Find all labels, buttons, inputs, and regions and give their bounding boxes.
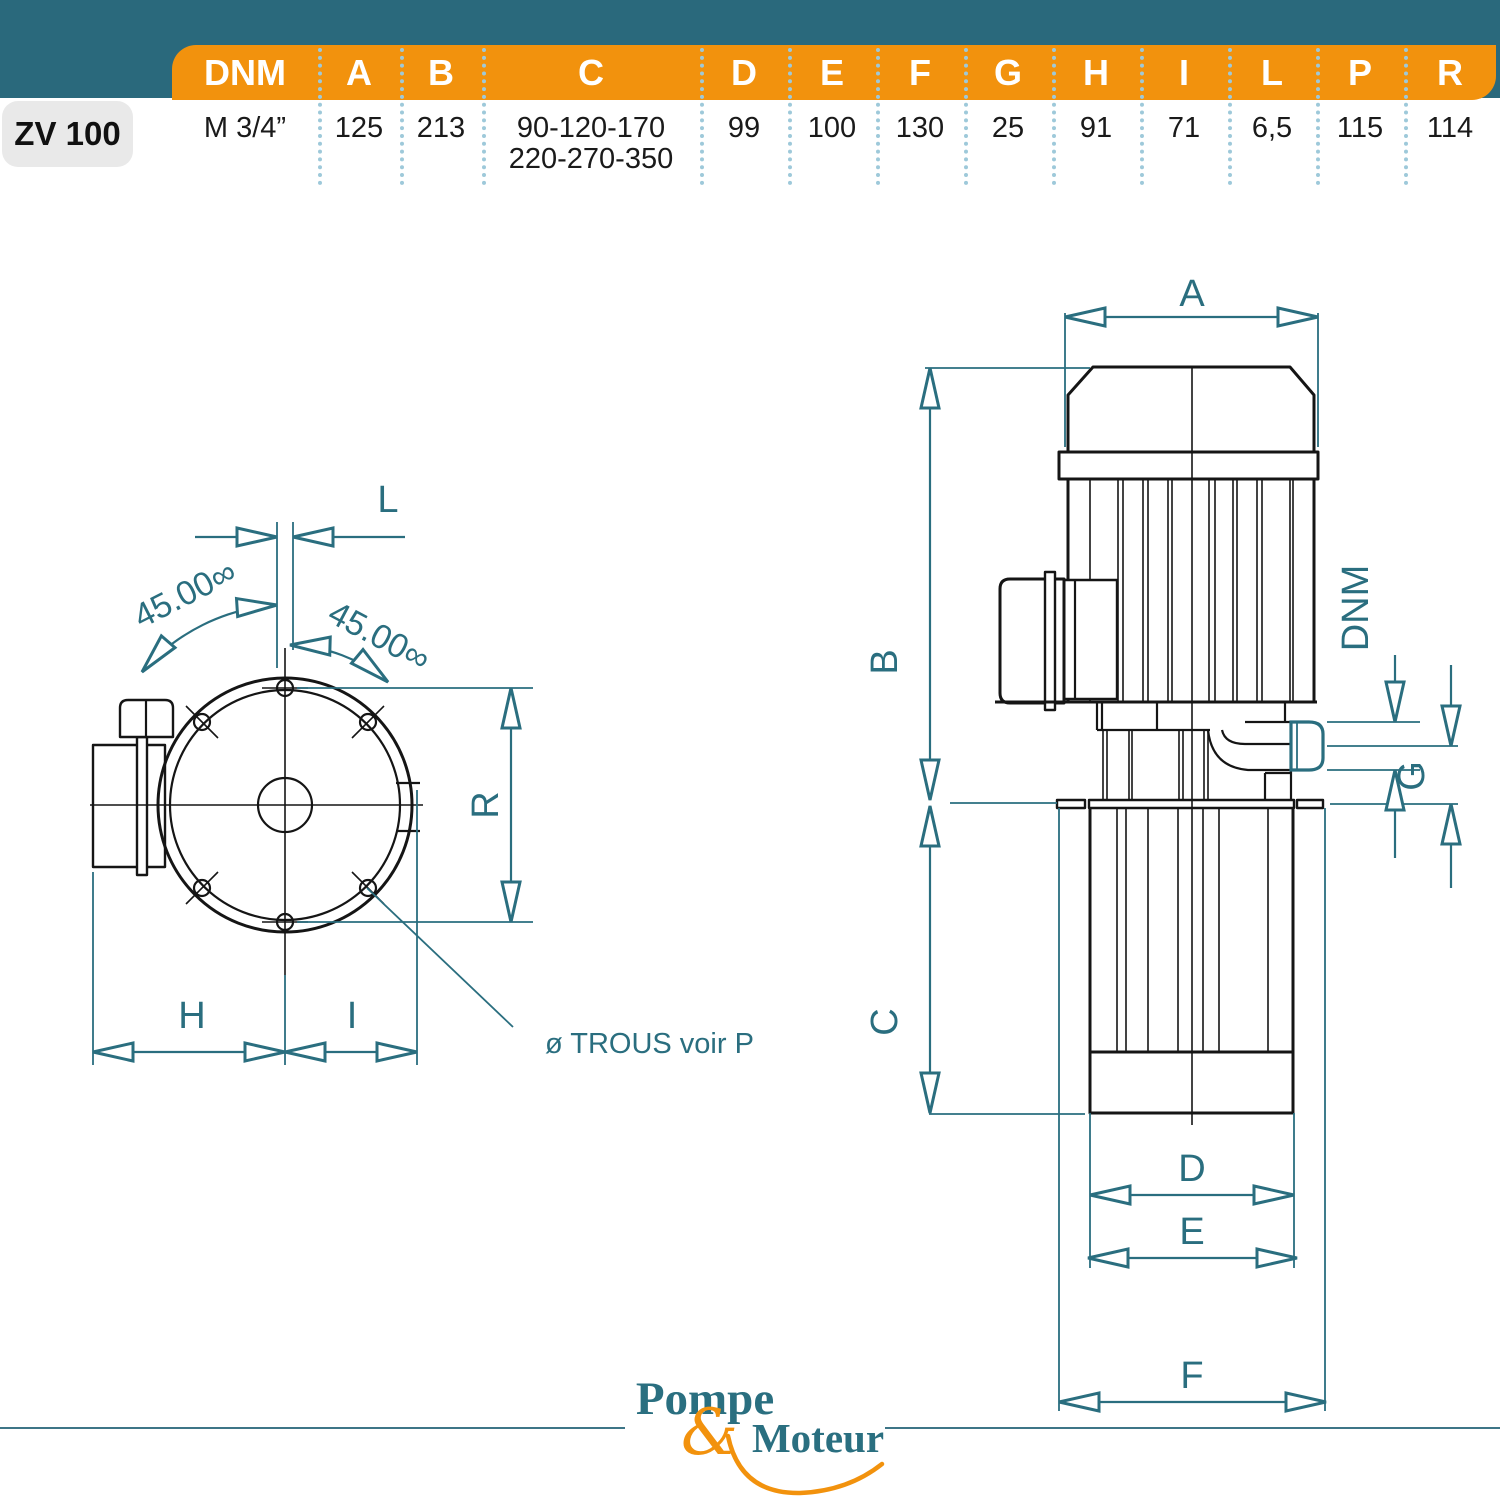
- col-header-h: H: [1083, 51, 1109, 93]
- logo-word-pompe: Pompe: [635, 1373, 775, 1425]
- logo-ampersand: &: [681, 1396, 738, 1470]
- value-h: 91: [1079, 112, 1113, 144]
- dim-label-i: I: [347, 995, 358, 1037]
- angle-label-left: 45.00∞: [128, 552, 243, 635]
- col-header-p: P: [1347, 51, 1372, 93]
- column-separator: [1052, 48, 1056, 185]
- col-header-d: D: [731, 51, 757, 93]
- column-separator: [1404, 48, 1408, 185]
- logo-word-moteur: Moteur: [751, 1415, 885, 1461]
- column-separator: [876, 48, 880, 185]
- side-view-drawing: A B C DNM G D E F: [864, 273, 1462, 1413]
- dim-label-d: D: [1178, 1148, 1205, 1190]
- col-header-g: G: [993, 51, 1022, 93]
- dim-label-a: A: [1179, 273, 1205, 315]
- support-column: [1102, 730, 1209, 800]
- col-header-dnm: DNM: [204, 51, 286, 93]
- column-separator: [1140, 48, 1144, 185]
- outlet-box: [91, 743, 167, 869]
- column-separator: [482, 48, 486, 185]
- value-l: 6,5: [1251, 112, 1293, 144]
- model-name: ZV 100: [2, 101, 133, 167]
- col-header-f: F: [909, 51, 931, 93]
- col-header-b: B: [428, 51, 454, 93]
- inner-pipes: [1116, 808, 1269, 1052]
- terminal-box-gasket: [1043, 570, 1057, 712]
- table-header-row: DNM A B C D E F G H I L P R: [172, 45, 1496, 100]
- angle-arc-right: [289, 635, 390, 684]
- dim-label-b: B: [864, 649, 906, 674]
- value-f: 130: [895, 112, 945, 144]
- bolt-hole: [192, 712, 212, 732]
- bolt-hole: [358, 712, 378, 732]
- bolt-hole: [358, 878, 378, 898]
- value-a: 125: [334, 112, 384, 144]
- col-header-a: A: [346, 51, 372, 93]
- discharge-port: [1289, 720, 1325, 772]
- col-header-e: E: [819, 51, 844, 93]
- leader-line: [366, 887, 514, 1028]
- motor-flange-band: [1057, 450, 1320, 481]
- casing-pipes: [1088, 808, 1295, 1052]
- column-separator: [400, 48, 404, 185]
- column-separator: [964, 48, 968, 185]
- dim-label-r: R: [465, 791, 507, 818]
- dim-label-dnm: DNM: [1335, 565, 1377, 652]
- angle-arc-left: [140, 596, 278, 674]
- logo-swoosh: [725, 1433, 885, 1496]
- value-dnm: M 3/4”: [203, 112, 287, 144]
- dim-label-e: E: [1179, 1211, 1204, 1253]
- column-separator: [318, 48, 322, 185]
- dim-label-l: L: [377, 479, 398, 521]
- terminal-box-inner: [1062, 578, 1119, 701]
- holes-note: ø TROUS voir P: [545, 1028, 754, 1060]
- col-header-l: L: [1261, 51, 1283, 93]
- column-separator: [1316, 48, 1320, 185]
- column-separator: [1228, 48, 1232, 185]
- dim-label-h: H: [178, 995, 205, 1037]
- dim-label-g: G: [1391, 761, 1433, 791]
- value-b: 213: [416, 112, 466, 144]
- col-header-i: I: [1178, 51, 1189, 93]
- value-g: 25: [991, 112, 1025, 144]
- angle-label-right: 45.00∞: [322, 594, 436, 679]
- value-d: 99: [727, 112, 761, 144]
- value-c-line1: 90-120-170: [516, 112, 666, 144]
- col-header-c: C: [578, 51, 604, 93]
- fan-cover: [1066, 365, 1316, 454]
- value-c-line2: 220-270-350: [508, 143, 674, 175]
- value-p: 115: [1336, 112, 1384, 144]
- value-i: 71: [1167, 112, 1201, 144]
- port-bracket: [1263, 770, 1293, 800]
- dim-label-c: C: [864, 1008, 906, 1035]
- flange-gap-marks: [396, 781, 420, 833]
- column-separator: [788, 48, 792, 185]
- value-e: 100: [807, 112, 857, 144]
- dim-label-f: F: [1180, 1355, 1203, 1397]
- bolt-hole: [192, 878, 212, 898]
- outlet-plate: [135, 735, 149, 877]
- column-separator: [700, 48, 704, 185]
- col-header-r: R: [1437, 51, 1463, 93]
- top-view-drawing: L 45.00∞ 45.00∞ R H I ø TROUS voir P: [90, 479, 754, 1065]
- value-r: 114: [1426, 112, 1474, 144]
